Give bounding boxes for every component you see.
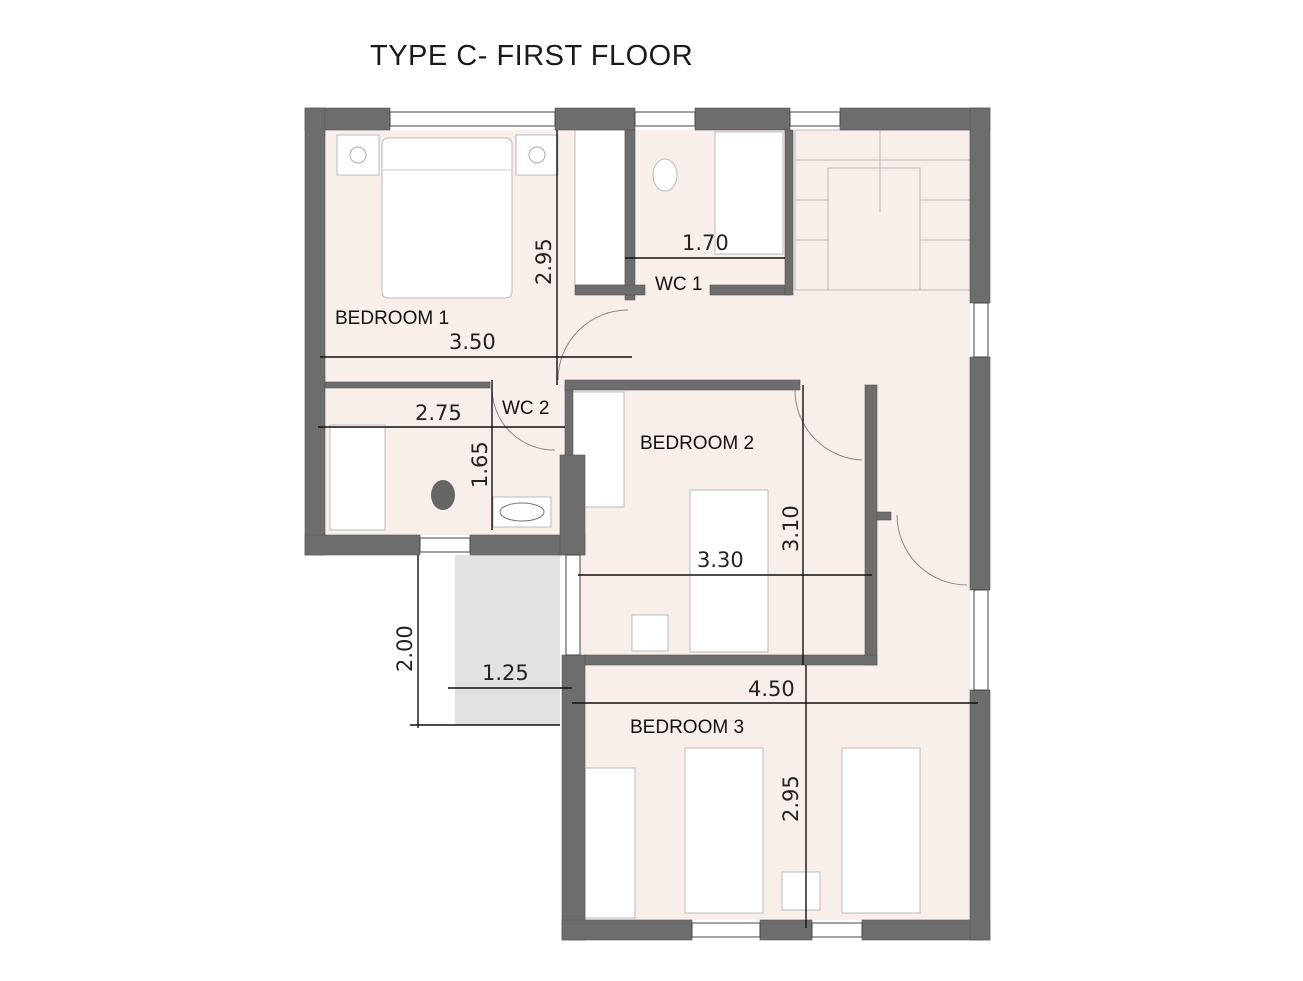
nightstand [781,871,821,911]
room-label-wc2: WC 2 [502,398,550,419]
furniture [329,129,971,919]
dim-balcony-height: 2.00 [393,625,417,672]
bathtub [329,424,386,531]
single-bed [841,747,921,914]
wardrobe [574,129,626,286]
plan-title: TYPE C- FIRST FLOOR [370,40,694,72]
dim-bed1-height: 2.95 [532,238,556,285]
walls [304,107,991,941]
dim-bed1-width: 3.50 [449,330,496,354]
windows [389,111,989,938]
shower [714,131,784,255]
sink [492,496,552,528]
nightstand [336,134,380,176]
room-label-bedroom1: BEDROOM 1 [335,308,449,329]
dim-wc2-height: 1.65 [468,441,492,488]
room-label-bedroom3: BEDROOM 3 [630,717,744,738]
nightstand [631,614,669,652]
dim-balcony-width: 1.25 [482,661,529,685]
single-bed [684,747,764,914]
nightstand [515,134,559,176]
room-label-wc1: WC 1 [655,274,703,295]
dim-bed2-height: 3.10 [779,505,803,552]
dimension-lines [318,130,978,928]
dim-bed3-width: 4.50 [748,677,795,701]
balcony [455,555,560,725]
doors [491,309,968,586]
toilet [431,480,455,510]
double-bed [381,137,513,299]
dim-wc1-width: 1.70 [682,231,729,255]
dim-wc2-width: 2.75 [415,401,462,425]
wardrobe [584,767,636,919]
single-bed [689,489,769,653]
room-label-bedroom2: BEDROOM 2 [640,433,754,454]
toilet [652,158,678,192]
dim-bed3-height: 2.95 [779,775,803,822]
dim-bed2-width: 3.30 [697,548,744,572]
